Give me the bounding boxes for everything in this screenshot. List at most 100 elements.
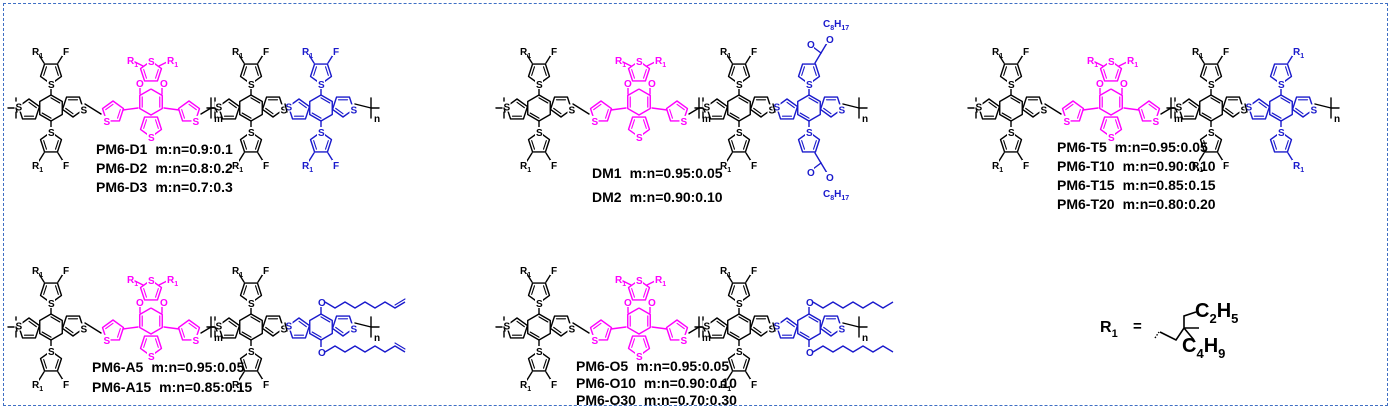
fluorine-label: F: [63, 161, 69, 172]
sulfur-label: S: [248, 80, 255, 91]
r1-label: R1: [992, 47, 1003, 60]
fluorine-label: F: [63, 380, 69, 391]
ester-oxygen-label: O: [826, 35, 834, 46]
fluorine-label: F: [551, 47, 557, 58]
sulfur-label: S: [838, 324, 845, 335]
r1-skeleton: [1159, 311, 1199, 342]
sulfur-label: S: [16, 103, 23, 114]
r1-label: R1: [32, 161, 43, 174]
sulfur-label: S: [536, 299, 543, 310]
sulfur-label: S: [1152, 117, 1159, 128]
sulfur-label: S: [568, 324, 575, 335]
carbonyl-oxygen-label: O: [136, 298, 144, 309]
octyl-label: C8H17: [823, 189, 849, 202]
fluorine-label: F: [1223, 161, 1229, 172]
r1-lhs: R1: [1100, 319, 1118, 340]
sulfur-label: S: [104, 336, 111, 347]
r1-label: R1: [302, 161, 313, 174]
sulfur-label: S: [1246, 103, 1253, 114]
alkoxy-oxygen-label: O: [806, 298, 814, 309]
r1-label: R1: [615, 275, 626, 288]
sulfur-label: S: [1176, 103, 1183, 114]
alkoxy-oxygen-label: O: [806, 348, 814, 359]
sulfur-label: S: [286, 103, 293, 114]
sulfur-label: S: [504, 322, 511, 333]
fluorine-label: F: [263, 47, 269, 58]
fluorine-label: F: [551, 161, 557, 172]
sulfur-label: S: [148, 352, 155, 363]
repeat-subscript: m: [214, 114, 223, 125]
r1-label: R1: [32, 47, 43, 60]
sulfur-label: S: [104, 117, 111, 128]
r1-label: R1: [167, 56, 178, 69]
sulfur-label: S: [704, 103, 711, 114]
sulfur-label: S: [774, 103, 781, 114]
fluorine-label: F: [63, 47, 69, 58]
sulfur-label: S: [216, 322, 223, 333]
sulfur-label: S: [636, 57, 643, 68]
r1-label: R1: [232, 47, 243, 60]
sulfur-label: S: [704, 322, 711, 333]
r1-label: R1: [1192, 47, 1203, 60]
sulfur-label: S: [248, 299, 255, 310]
carbonyl-oxygen-label: O: [648, 79, 656, 90]
sulfur-label: S: [636, 352, 643, 363]
r1-label: R1: [167, 275, 178, 288]
sulfur-label: S: [768, 324, 775, 335]
sulfur-label: S: [1008, 128, 1015, 139]
sulfur-label: S: [318, 128, 325, 139]
r1-label: R1: [1127, 56, 1138, 69]
sulfur-label: S: [736, 128, 743, 139]
repeat-subscript: m: [702, 333, 711, 344]
fluorine-label: F: [63, 266, 69, 277]
carbonyl-oxygen-label: O: [624, 298, 632, 309]
r1-label: R1: [615, 56, 626, 69]
carbonyl-oxygen-label: O: [160, 298, 168, 309]
r1-equals: =: [1133, 318, 1142, 335]
sulfur-label: S: [636, 276, 643, 287]
sulfur-label: S: [592, 336, 599, 347]
sulfur-label: S: [736, 347, 743, 358]
r1-label: R1: [1192, 161, 1203, 174]
fluorine-label: F: [551, 266, 557, 277]
r1-label: R1: [992, 161, 1003, 174]
r1-label: R1: [520, 161, 531, 174]
sulfur-label: S: [536, 128, 543, 139]
sulfur-label: S: [48, 347, 55, 358]
sulfur-label: S: [148, 133, 155, 144]
fluorine-label: F: [263, 266, 269, 277]
sulfur-label: S: [280, 324, 287, 335]
fluorine-label: F: [263, 380, 269, 391]
fluorine-label: F: [333, 47, 339, 58]
sulfur-label: S: [248, 347, 255, 358]
r1-label: R1: [655, 56, 666, 69]
fluorine-label: F: [1023, 47, 1029, 58]
r1-label: R1: [127, 275, 138, 288]
r1-label: R1: [520, 380, 531, 393]
repeat-subscript: n: [862, 114, 868, 125]
sulfur-label: S: [1064, 117, 1071, 128]
r1-label: R1: [720, 266, 731, 279]
r1-label: R1: [32, 266, 43, 279]
fluorine-label: F: [263, 161, 269, 172]
